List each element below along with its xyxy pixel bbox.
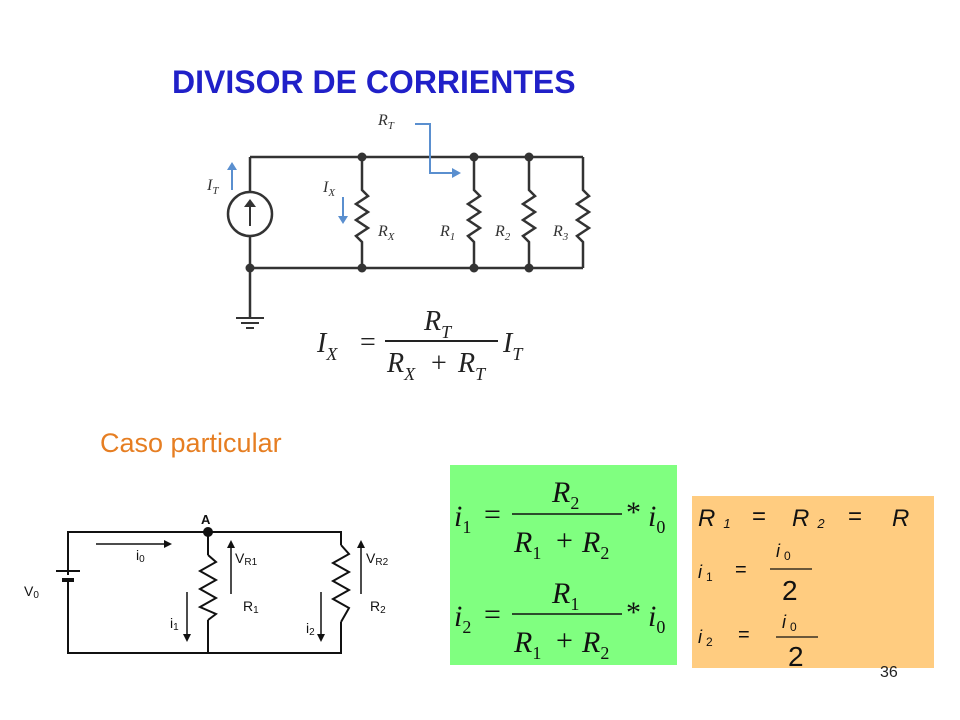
rt-arrow bbox=[415, 123, 452, 174]
label-vr1: VR1 bbox=[235, 550, 258, 568]
svg-text:i0: i0 bbox=[648, 500, 665, 537]
svg-text:*: * bbox=[626, 596, 641, 629]
label-rt: RT bbox=[377, 112, 395, 132]
subtitle-caso-particular: Caso particular bbox=[100, 428, 282, 458]
resistor-r3 bbox=[574, 157, 592, 268]
current-divider-formula: IX = RT RX + RT IT bbox=[316, 306, 524, 384]
svg-text:i1: i1 bbox=[454, 500, 471, 537]
label-v0: V0 bbox=[24, 583, 39, 601]
current-source bbox=[226, 190, 274, 238]
label-r1: R1 bbox=[439, 223, 455, 243]
formula-i1: i1 = R2 R1 + R2 * i0 bbox=[454, 476, 665, 563]
battery-v0 bbox=[56, 570, 80, 590]
svg-text:i2: i2 bbox=[454, 600, 471, 637]
svg-text:R2: R2 bbox=[792, 505, 825, 532]
svg-text:i0: i0 bbox=[776, 541, 791, 563]
svg-text:R1: R1 bbox=[513, 626, 541, 663]
label-i2: i2 bbox=[306, 620, 315, 638]
top-resistors bbox=[353, 157, 592, 268]
resistor-r1-bottom bbox=[197, 554, 219, 621]
svg-text:IT: IT bbox=[502, 328, 524, 364]
svg-text:R2: R2 bbox=[581, 626, 609, 663]
svg-text:R2: R2 bbox=[581, 526, 609, 563]
label-vr2: VR2 bbox=[366, 550, 389, 568]
bottom-resistors bbox=[197, 544, 352, 623]
svg-text:+: + bbox=[556, 524, 573, 557]
svg-text:2: 2 bbox=[782, 575, 798, 606]
label-r1-bottom: R1 bbox=[243, 598, 259, 616]
resistor-r2-bottom bbox=[330, 544, 352, 623]
resistor-rx bbox=[353, 157, 371, 268]
svg-text:+: + bbox=[431, 348, 447, 379]
label-rx: RX bbox=[377, 223, 396, 243]
label-ix: IX bbox=[322, 179, 336, 199]
label-node-a: A bbox=[201, 512, 211, 527]
bottom-arrows bbox=[96, 543, 362, 636]
label-it: IT bbox=[206, 177, 219, 197]
label-i1: i1 bbox=[170, 615, 179, 633]
svg-text:i0: i0 bbox=[648, 600, 665, 637]
svg-text:R1: R1 bbox=[513, 526, 541, 563]
svg-text:RT: RT bbox=[423, 306, 453, 342]
resistor-r2 bbox=[520, 157, 538, 268]
svg-text:*: * bbox=[626, 496, 641, 529]
top-arrows bbox=[231, 123, 452, 218]
label-r3: R3 bbox=[552, 223, 569, 243]
svg-text:=: = bbox=[484, 498, 501, 531]
resistor-r1 bbox=[465, 157, 483, 268]
svg-text:=: = bbox=[484, 598, 501, 631]
svg-text:=: = bbox=[738, 624, 750, 646]
svg-text:=: = bbox=[848, 503, 862, 530]
svg-text:=: = bbox=[752, 503, 766, 530]
label-i0: i0 bbox=[136, 547, 145, 565]
node-a-dot bbox=[203, 527, 213, 537]
svg-text:R: R bbox=[892, 505, 909, 532]
svg-text:IX: IX bbox=[316, 328, 338, 364]
page-number: 36 bbox=[880, 664, 898, 681]
svg-text:i0: i0 bbox=[782, 612, 797, 634]
svg-text:2: 2 bbox=[788, 641, 804, 672]
svg-text:R1: R1 bbox=[698, 505, 731, 532]
svg-text:RX: RX bbox=[386, 348, 416, 384]
svg-text:RT: RT bbox=[457, 348, 487, 384]
label-r2: R2 bbox=[494, 223, 511, 243]
slide-title: DIVISOR DE CORRIENTES bbox=[172, 64, 576, 100]
svg-text:i1: i1 bbox=[698, 562, 713, 584]
svg-text:=: = bbox=[360, 327, 376, 358]
svg-text:R2: R2 bbox=[551, 476, 579, 513]
top-junction-dots bbox=[245, 152, 534, 273]
svg-text:=: = bbox=[735, 559, 747, 581]
svg-text:R1: R1 bbox=[551, 577, 579, 614]
ground-symbol bbox=[236, 317, 264, 329]
svg-text:i2: i2 bbox=[698, 627, 713, 649]
label-r2-bottom: R2 bbox=[370, 598, 386, 616]
formula-i2: i2 = R1 R1 + R2 * i0 bbox=[454, 577, 665, 663]
svg-text:+: + bbox=[556, 624, 573, 657]
